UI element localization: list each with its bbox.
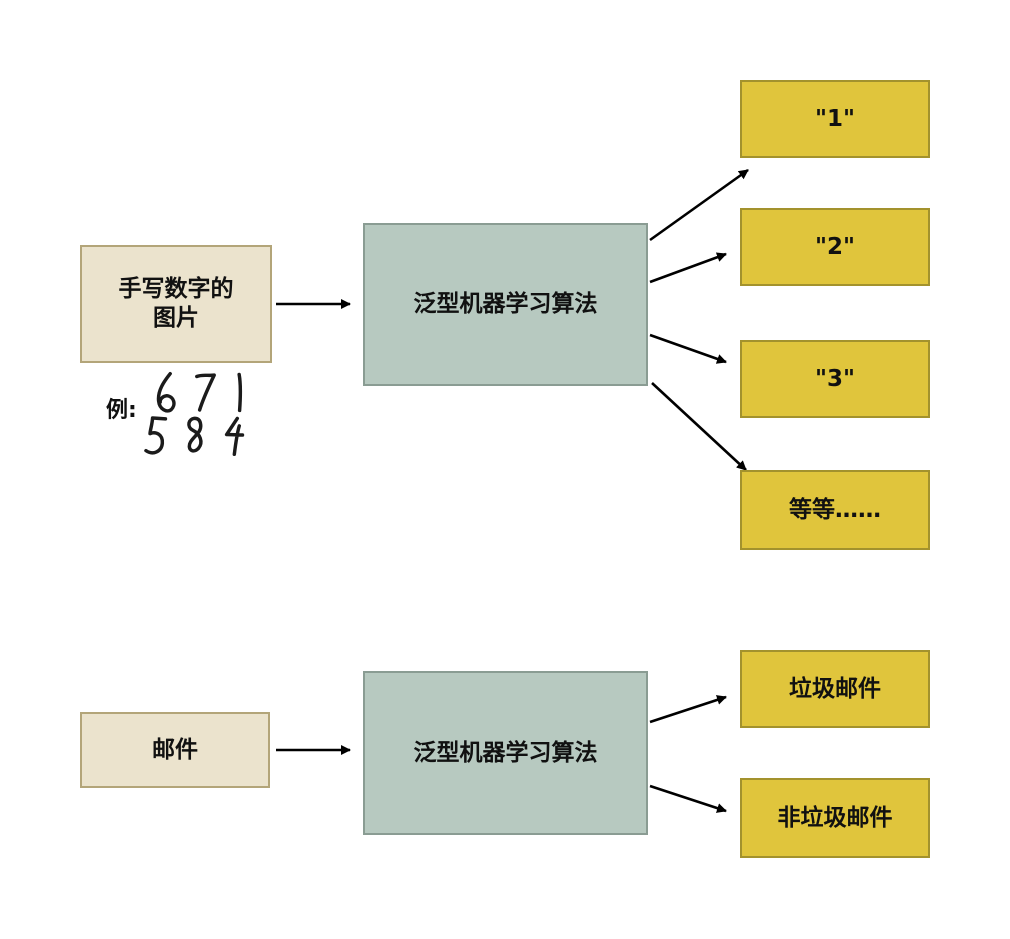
output-box-not-spam: 非垃圾邮件 <box>740 778 930 858</box>
handwritten-digits-row2 <box>144 414 256 460</box>
arrow-process-to-spam <box>649 695 727 724</box>
process-box-bottom-label: 泛型机器学习算法 <box>413 739 598 766</box>
arrow-process-to-not-spam <box>649 784 727 813</box>
output-box-not-spam-label: 非垃圾邮件 <box>777 804 893 831</box>
handwritten-digit-5 <box>144 416 168 455</box>
process-box-bottom: 泛型机器学习算法 <box>363 671 648 835</box>
input-box-email-label: 邮件 <box>152 736 198 763</box>
arrow-process-to-output-etc <box>651 382 747 471</box>
output-box-spam-label: 垃圾邮件 <box>789 675 881 702</box>
arrow-process-to-output-3 <box>649 333 727 364</box>
input-box-handwritten-digits: 手写数字的 图片 <box>80 245 272 363</box>
output-box-digit-3-label: "3" <box>815 365 855 392</box>
handwritten-digit-4 <box>224 416 245 457</box>
handwritten-digits-example <box>144 370 256 460</box>
handwritten-digit-7 <box>195 373 216 412</box>
output-box-etc: 等等…… <box>740 470 930 550</box>
output-box-digit-2: "2" <box>740 208 930 286</box>
handwritten-digit-8 <box>187 416 203 453</box>
example-label: 例: <box>106 398 137 423</box>
input-box-email: 邮件 <box>80 712 270 788</box>
output-box-digit-2-label: "2" <box>815 233 855 260</box>
handwritten-digit-6 <box>156 371 176 413</box>
handwritten-digit-1 <box>237 372 243 413</box>
input-box-label-line1: 手写数字的 <box>118 276 234 303</box>
arrow-process-to-output-2 <box>649 252 727 284</box>
arrow-process-to-output-1 <box>649 168 749 242</box>
process-box-top-label: 泛型机器学习算法 <box>413 291 598 318</box>
output-box-digit-1: "1" <box>740 80 930 158</box>
output-box-etc-label: 等等…… <box>789 496 881 523</box>
output-box-spam: 垃圾邮件 <box>740 650 930 728</box>
output-box-digit-1-label: "1" <box>815 105 855 132</box>
handwritten-digits-row1 <box>152 370 256 416</box>
process-box-top: 泛型机器学习算法 <box>363 223 648 386</box>
input-box-label-line2: 图片 <box>153 305 199 331</box>
output-box-digit-3: "3" <box>740 340 930 418</box>
